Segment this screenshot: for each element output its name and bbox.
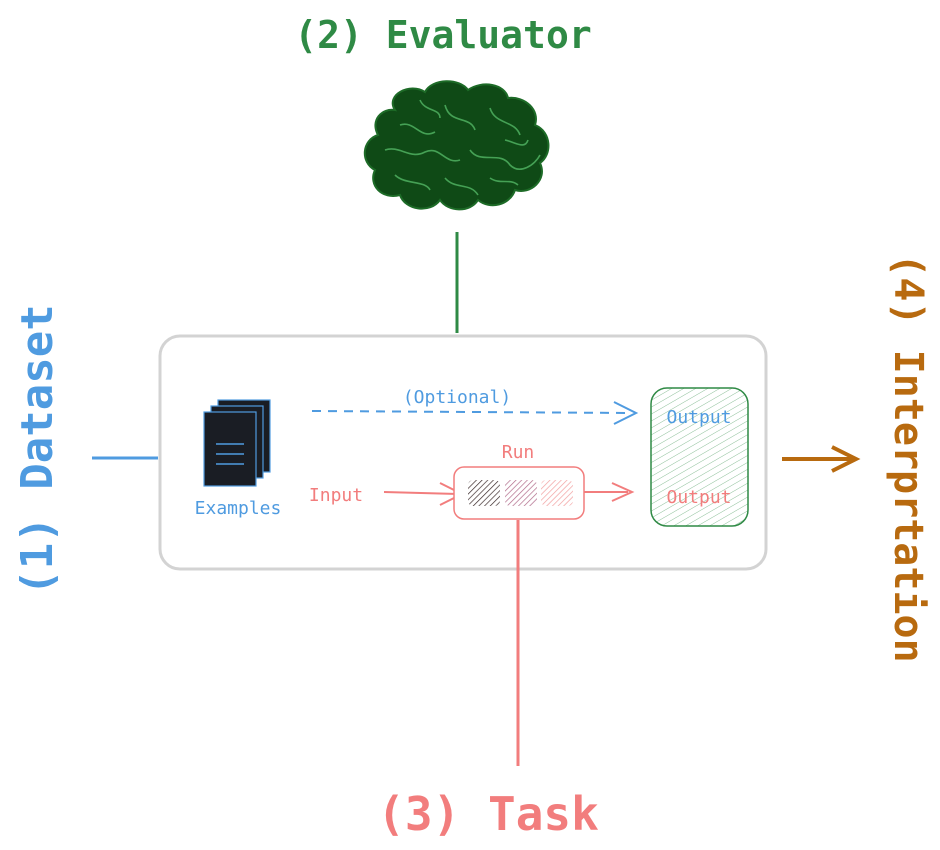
documents-stack-icon: [203, 399, 271, 487]
evaluator-label: (2) Evaluator: [294, 13, 591, 57]
run-box: [453, 466, 585, 520]
brain-icon: [363, 80, 550, 211]
optional-label: (Optional): [403, 387, 511, 408]
optional-arrow: [311, 401, 639, 425]
interpretation-arrow: [782, 445, 861, 473]
run-label: Run: [502, 442, 535, 463]
output-box: [650, 387, 749, 527]
input-label: Input: [309, 485, 363, 506]
pipeline-box: [158, 334, 768, 571]
run-output-arrow: [584, 482, 635, 502]
dataset-label: (1) Dataset: [12, 304, 63, 595]
output-bottom-label: Output: [666, 487, 731, 508]
output-top-label: Output: [666, 407, 731, 428]
examples-label: Examples: [195, 498, 282, 519]
task-label: (3) Task: [377, 787, 599, 841]
interpretation-label: (4) Interprtation: [885, 253, 931, 662]
